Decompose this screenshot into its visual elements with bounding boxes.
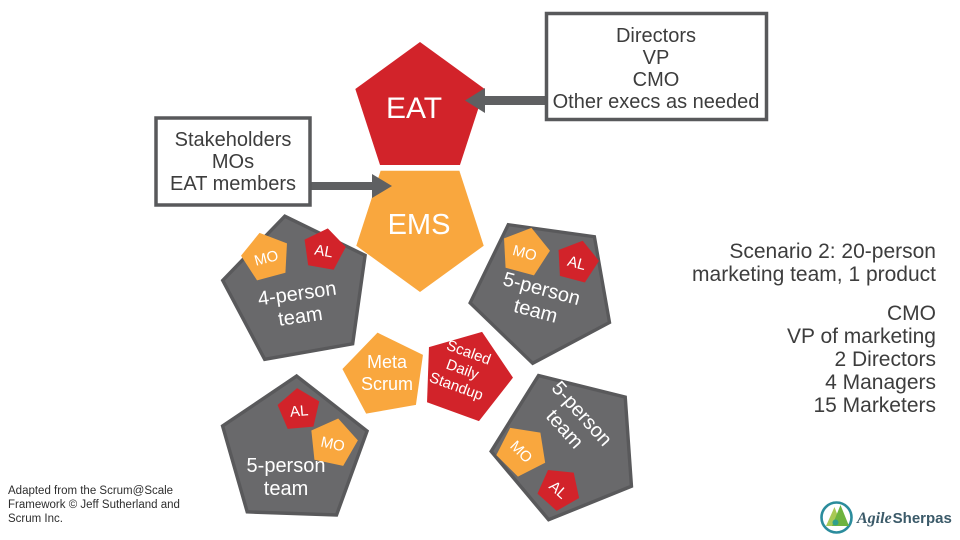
meta-scrum-label: Meta Scrum [361,352,413,394]
al-badge-bottom-right: AL [531,458,590,517]
mo-badge-label: MO [511,242,539,265]
al-badge-label: AL [289,402,309,421]
scenario-line: 15 Marketers [813,394,936,417]
logo-wordmark-sherpas: Sherpas [893,510,952,527]
mo-badge-bottom-right: MO [489,415,558,484]
al-badge-bottom-left: AL [276,386,322,430]
team-label-line: 5-person [247,455,326,477]
directors-callout: Directors VP CMO Other execs as needed [544,11,769,122]
mo-badge-bottom-left: MO [305,413,362,468]
logo-drop-icon [832,519,839,526]
team-bottom-left: AL MO 5-person team [220,374,369,516]
scaled-daily-standup: Scaled Daily Standup [410,316,525,428]
stakeholders-line: MOs [212,151,254,173]
logo-circle [820,501,853,534]
team-top-left: MO AL 4-person team [214,204,380,364]
mo-badge-label: MO [319,434,346,456]
logo-wordmark-agile: Agile [856,510,892,527]
attribution-line: Scrum Inc. [8,513,63,525]
stakeholders-callout: Stakeholders MOs EAT members [154,116,312,207]
al-badge-label: AL [566,253,588,274]
logo-wordmark: AgileSherpas [856,510,952,527]
al-badge-top-right: AL [552,235,603,285]
al-badge-label: AL [313,242,334,262]
stakeholders-callout-box [154,116,312,207]
attribution-line: Adapted from the Scrum@Scale [8,485,173,497]
team-label-bottom-left: 5-person team [247,455,326,500]
directors-line: VP [643,47,670,69]
scenario-line: 2 Directors [834,348,936,371]
scenario-line: marketing team, 1 product [692,263,936,286]
stakeholders-line: Stakeholders [175,129,292,151]
scenario-text-block: Scenario 2: 20-person marketing team, 1 … [692,240,936,417]
mo-badge-top-left: MO [236,226,295,283]
directors-callout-box [544,11,769,122]
ems-label: EMS [388,209,451,241]
arrow-directors-to-eat [465,88,547,113]
mo-badge-top-right: MO [496,221,555,278]
meta-scrum: Meta Scrum [337,325,432,417]
scenario-line: CMO [887,302,936,325]
arrow-stakeholders-to-ems [310,174,392,198]
directors-line: Other execs as needed [553,91,760,113]
eat-label: EAT [386,92,442,125]
al-badge-top-left: AL [300,224,349,272]
attribution: Adapted from the Scrum@Scale Framework ©… [8,485,180,525]
meta-scrum-line: Scrum [361,374,413,394]
directors-line: CMO [633,69,680,91]
stakeholders-line: EAT members [170,173,296,195]
scenario-line: 4 Managers [825,371,936,394]
agilesherpas-logo: AgileSherpas [820,501,952,534]
team-top-right: MO AL 5-person team [463,221,621,373]
mo-badge-label: MO [253,247,281,270]
team-label-line: team [264,478,308,500]
meta-scrum-line: Meta [367,352,408,372]
attribution-line: Framework © Jeff Sutherland and [8,499,180,511]
scenario-line: VP of marketing [787,325,936,348]
directors-line: Directors [616,25,696,47]
scenario-line: Scenario 2: 20-person [729,240,936,263]
